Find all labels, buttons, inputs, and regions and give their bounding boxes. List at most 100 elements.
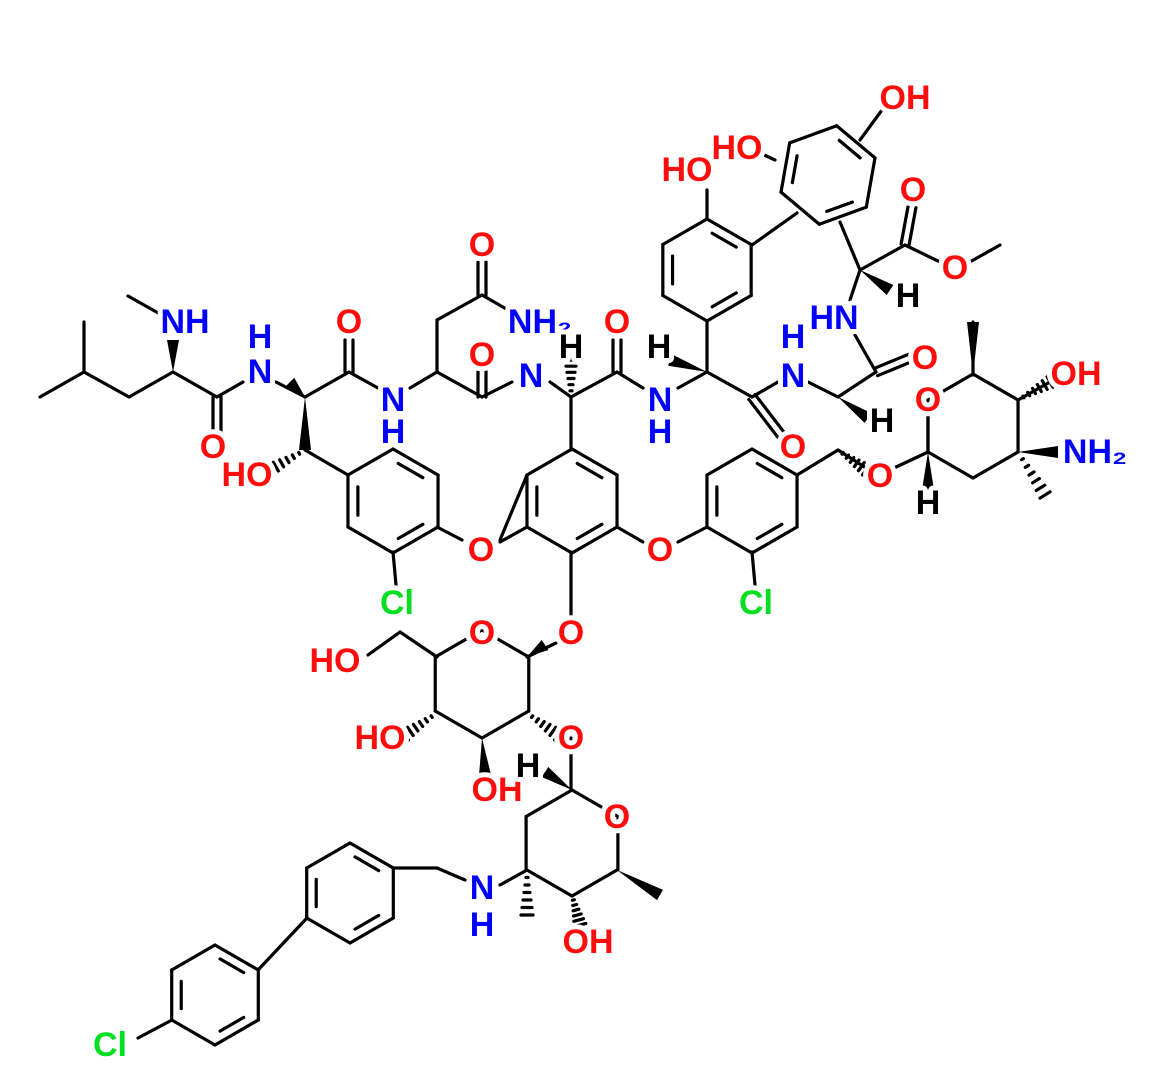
- wedge-bond: [860, 270, 894, 295]
- atom-label-o: O: [780, 428, 806, 466]
- bond: [750, 211, 799, 247]
- bond: [213, 943, 260, 972]
- bond: [899, 204, 910, 246]
- bond: [534, 717, 541, 724]
- bond: [705, 370, 754, 399]
- atom-label-n: H: [470, 906, 495, 944]
- bond: [710, 291, 738, 309]
- bond: [790, 154, 799, 185]
- bond: [284, 455, 291, 465]
- atom-label-n: N: [470, 869, 495, 907]
- bond: [838, 220, 862, 272]
- atom-label-o: O: [468, 531, 494, 569]
- bond: [756, 150, 777, 162]
- wedge-bond: [668, 354, 707, 372]
- bond: [971, 372, 1020, 402]
- bond: [303, 448, 350, 477]
- atom-label-h: H: [516, 747, 541, 785]
- atom-label-o: O: [867, 457, 893, 495]
- bond: [271, 460, 280, 473]
- bond: [926, 372, 975, 402]
- bond: [423, 717, 430, 724]
- bond: [676, 370, 709, 390]
- bond: [353, 855, 381, 873]
- bond: [575, 522, 604, 541]
- bond: [1031, 476, 1041, 485]
- bond: [1038, 490, 1052, 500]
- bond: [570, 525, 619, 555]
- bond: [265, 463, 275, 477]
- bond: [548, 380, 573, 399]
- bond: [498, 868, 529, 887]
- atom-label-o: O: [336, 303, 362, 341]
- bond: [892, 450, 930, 470]
- bond: [429, 714, 434, 720]
- bond: [795, 448, 840, 477]
- bond: [705, 293, 753, 323]
- bond: [170, 1018, 217, 1047]
- bonds: [38, 108, 1058, 1047]
- atom-label-n: N: [781, 357, 806, 395]
- bond: [817, 205, 868, 226]
- bond: [571, 912, 583, 918]
- bond: [433, 628, 484, 659]
- bond: [278, 458, 286, 469]
- bond: [552, 728, 564, 742]
- bond: [848, 268, 862, 302]
- bond: [750, 550, 757, 587]
- bond: [966, 243, 1002, 265]
- bond: [747, 397, 784, 445]
- bond: [539, 719, 546, 729]
- bond: [852, 458, 861, 469]
- bond: [615, 525, 645, 544]
- bond: [303, 370, 351, 399]
- bond: [856, 460, 866, 473]
- atom-label-cl: Cl: [380, 584, 414, 622]
- atom-label-o: O: [604, 798, 630, 836]
- bond: [435, 866, 467, 882]
- bond: [391, 447, 440, 477]
- bond: [127, 370, 175, 399]
- bond: [825, 200, 854, 214]
- bond: [136, 1018, 174, 1040]
- bond: [864, 156, 877, 209]
- atom-label-o: OH: [880, 79, 931, 117]
- bond: [218, 957, 246, 975]
- bond: [570, 898, 576, 902]
- bond: [705, 217, 753, 247]
- bond: [806, 380, 840, 399]
- bond: [570, 867, 620, 898]
- bond: [853, 333, 878, 374]
- bond: [848, 455, 856, 465]
- bond: [126, 294, 162, 316]
- atom-label-o: O: [647, 531, 673, 569]
- bond: [1027, 470, 1036, 477]
- bond: [435, 370, 484, 399]
- bond: [498, 525, 529, 544]
- bond: [750, 447, 799, 477]
- bond: [82, 370, 131, 399]
- bond: [755, 461, 784, 480]
- atom-label-o: O: [604, 303, 630, 341]
- bond: [529, 714, 535, 720]
- atom-label-o: O: [558, 614, 584, 652]
- bond: [435, 293, 484, 322]
- bond: [788, 124, 839, 145]
- wedge-bond: [285, 377, 305, 397]
- atom-label-n: H: [248, 318, 273, 356]
- bond: [290, 453, 296, 461]
- bond: [572, 917, 586, 923]
- bond: [903, 243, 944, 265]
- bond: [779, 190, 821, 226]
- atom-label-o: HO: [712, 129, 763, 167]
- bond: [571, 902, 579, 908]
- bond: [570, 447, 619, 477]
- bond: [433, 709, 484, 740]
- bond: [1021, 394, 1026, 400]
- atom-label-o: OH: [563, 923, 614, 961]
- atom-label-o: HO: [355, 719, 406, 757]
- bond: [705, 447, 754, 477]
- bond: [1040, 379, 1049, 391]
